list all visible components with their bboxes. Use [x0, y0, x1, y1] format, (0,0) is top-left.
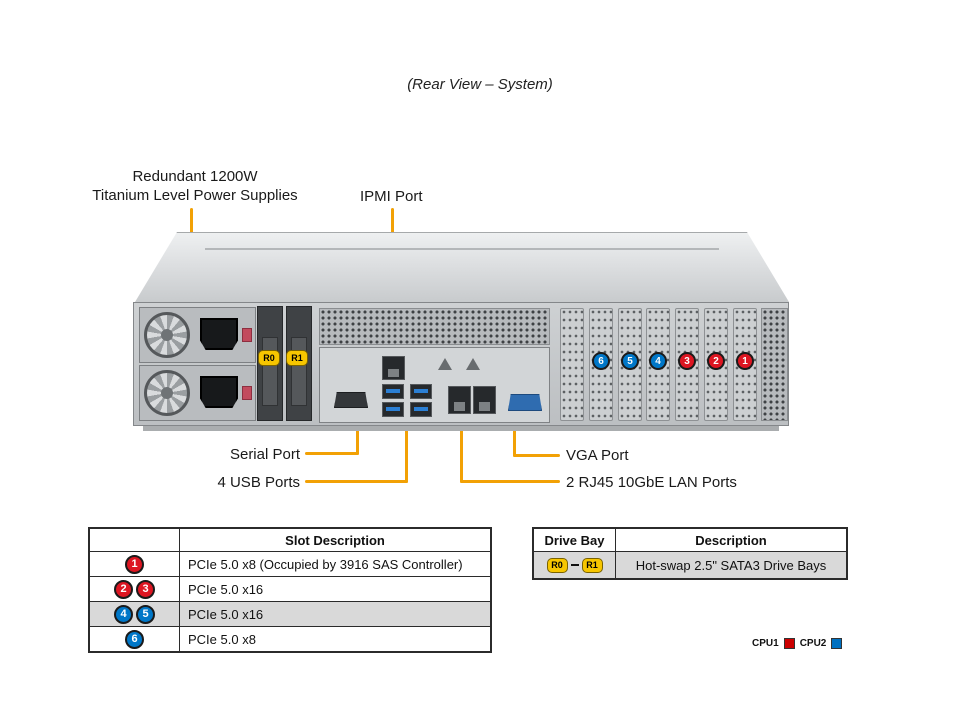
table-row: R0 R1 Hot-swap 2.5" SATA3 Drive Bays — [534, 551, 846, 578]
slot-5-badge: 5 — [136, 604, 155, 624]
drive-bay-badge-r0: R0 — [546, 557, 568, 573]
slot-table-header: Slot Description — [285, 532, 385, 548]
psu-fan-icon — [144, 370, 190, 416]
power-inlet-icon — [200, 376, 238, 408]
power-inlet-icon — [200, 318, 238, 350]
power-supply-2 — [139, 365, 256, 421]
cpu2-label: CPU2 — [799, 638, 827, 649]
cpu1-label: CPU1 — [752, 638, 779, 649]
vent-grille — [319, 308, 550, 345]
psu-latch — [242, 386, 252, 400]
lan-triangle-marker-icon — [466, 358, 480, 370]
usb-port-icon — [410, 402, 432, 417]
lan-callout-line-h — [460, 480, 560, 483]
slot-4-badge: 4 — [114, 604, 133, 624]
ipmi-port-icon — [382, 356, 405, 380]
slot-2-3-description: PCIe 5.0 x16 — [188, 581, 264, 597]
serial-callout-line-v — [356, 417, 359, 455]
io-panel — [319, 347, 550, 423]
slot-badge-1: 1 — [736, 352, 754, 370]
drive-bay-badge-r0: R0 — [258, 350, 280, 366]
drive-bay-badge-r1: R1 — [581, 557, 603, 573]
usb-port-icon — [382, 384, 404, 399]
slot-badge-6: 6 — [592, 352, 610, 370]
serial-callout-line-h — [305, 452, 359, 455]
slot-6-badge: 6 — [125, 629, 144, 649]
slot-badge-5: 5 — [621, 352, 639, 370]
slot-4-5-description: PCIe 5.0 x16 — [188, 606, 264, 622]
psu-latch — [242, 328, 252, 342]
psu-callout-label: Redundant 1200W Titanium Level Power Sup… — [55, 167, 335, 205]
slot-badge-4: 4 — [649, 352, 667, 370]
vga-callout-line-h — [513, 454, 560, 457]
vga-callout-label: VGA Port — [566, 447, 629, 464]
lan-port-icon — [473, 386, 496, 414]
psu-callout-line2: Titanium Level Power Supplies — [92, 187, 298, 204]
serial-callout-label: Serial Port — [229, 446, 300, 463]
slot-1-badge: 1 — [125, 554, 144, 574]
server-chassis-rear-view: R0 R1 — [133, 228, 791, 434]
slot-6-description: PCIe 5.0 x8 — [188, 631, 256, 647]
ipmi-callout-label: IPMI Port — [360, 188, 423, 205]
usb-callout-line-v — [405, 419, 408, 483]
cpu1-color-swatch — [783, 638, 795, 649]
cpu2-color-swatch — [831, 638, 843, 649]
bay-range-dash — [570, 564, 579, 566]
drive-table-header-row: Drive Bay Description — [534, 529, 846, 551]
cpu-legend: CPU1 CPU2 — [752, 638, 843, 649]
usb-port-icon — [382, 402, 404, 417]
table-row: 1 PCIe 5.0 x8 (Occupied by 3916 SAS Cont… — [90, 551, 490, 576]
lan-callout-line-v — [460, 427, 463, 483]
usb-callout-line-h — [305, 480, 408, 483]
table-row: 6 PCIe 5.0 x8 — [90, 626, 490, 651]
table-row: 2 3 PCIe 5.0 x16 — [90, 576, 490, 601]
psu-fan-icon — [144, 312, 190, 358]
slot-2-badge: 2 — [114, 579, 133, 599]
table-row: 4 5 PCIe 5.0 x16 — [90, 601, 490, 626]
drive-bay-table: Drive Bay Description R0 R1 Hot-swap 2.5… — [532, 527, 848, 580]
slot-table-header-badge-col — [90, 529, 180, 551]
drive-bay-description: Hot-swap 2.5" SATA3 Drive Bays — [635, 557, 827, 573]
lan-triangle-marker-icon — [438, 358, 452, 370]
vent-grille — [761, 308, 788, 421]
slot-badge-2: 2 — [707, 352, 725, 370]
lan-callout-label: 2 RJ45 10GbE LAN Ports — [566, 474, 737, 491]
power-supply-1 — [139, 307, 256, 363]
psu-callout-line1: Redundant 1200W — [132, 168, 258, 185]
slot-badge-3: 3 — [678, 352, 696, 370]
chassis-lid-seam — [205, 248, 719, 250]
slot-description-table: Slot Description 1 PCIe 5.0 x8 (Occupied… — [88, 527, 492, 653]
chassis-bottom-shadow — [143, 426, 779, 431]
drive-description-header: Description — [695, 532, 767, 548]
vga-port-icon — [508, 394, 542, 411]
slot-3-badge: 3 — [136, 579, 155, 599]
slot-table-header-row: Slot Description — [90, 529, 490, 551]
chassis-top-lid — [135, 232, 789, 302]
drive-bay-header: Drive Bay — [534, 529, 616, 551]
vga-callout-line-v — [513, 419, 516, 457]
serial-port-icon — [334, 392, 368, 408]
drive-bay-badge-r1: R1 — [286, 350, 308, 366]
lan-port-icon — [448, 386, 471, 414]
slot-1-description: PCIe 5.0 x8 (Occupied by 3916 SAS Contro… — [188, 556, 463, 572]
slot-cover — [560, 308, 584, 421]
chassis-rear-panel: R0 R1 — [133, 302, 789, 426]
usb-callout-label: 4 USB Ports — [217, 474, 300, 491]
usb-port-icon — [410, 384, 432, 399]
diagram-title: (Rear View – System) — [407, 76, 553, 93]
